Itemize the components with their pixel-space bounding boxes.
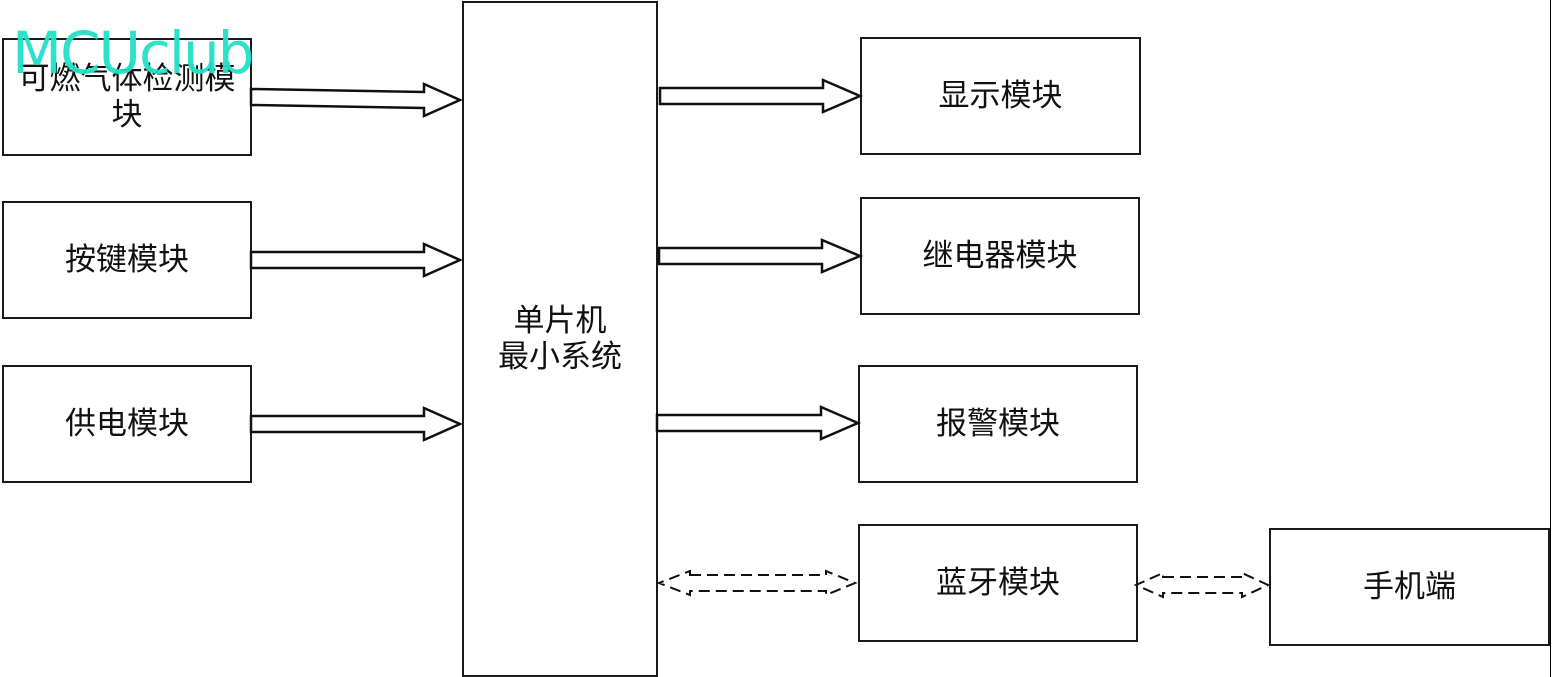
display-module: 显示模块 (860, 37, 1141, 155)
mcuclub-watermark: MCUclub (12, 19, 255, 87)
arrow-mcu-to-display (658, 78, 864, 114)
gas-detection-module: 可燃气体检测模 块 (2, 38, 252, 156)
mcu-minimum-system: 单片机 最小系统 (462, 1, 658, 677)
alarm-module-label: 报警模块 (936, 406, 1060, 442)
key-module: 按键模块 (2, 201, 252, 319)
relay-module-label: 继电器模块 (922, 238, 1078, 274)
arrow-power-to-mcu (249, 406, 464, 442)
mcu-label-line2: 最小系统 (498, 339, 622, 375)
arrow-bluetooth-phone-bidirectional (1133, 571, 1271, 599)
arrow-keys-to-mcu (249, 242, 464, 278)
phone-terminal: 手机端 (1269, 528, 1550, 646)
power-module: 供电模块 (2, 365, 252, 483)
display-module-label: 显示模块 (938, 78, 1063, 114)
power-module-label: 供电模块 (65, 406, 189, 442)
mcu-label-line1: 单片机 (513, 303, 607, 339)
key-module-label: 按键模块 (65, 242, 189, 278)
phone-terminal-label: 手机端 (1363, 569, 1456, 605)
alarm-module: 报警模块 (858, 365, 1138, 483)
arrow-gas-to-mcu (249, 82, 464, 118)
relay-module: 继电器模块 (860, 197, 1140, 315)
gas-detection-module-label: 可燃气体检测模 块 (18, 61, 236, 133)
page-right-border (1550, 0, 1551, 677)
arrow-mcu-to-relay (657, 238, 864, 274)
arrow-mcu-bluetooth-bidirectional (656, 569, 858, 597)
bluetooth-module-label: 蓝牙模块 (936, 565, 1060, 601)
arrow-mcu-to-alarm (655, 405, 862, 441)
bluetooth-module: 蓝牙模块 (858, 524, 1138, 642)
